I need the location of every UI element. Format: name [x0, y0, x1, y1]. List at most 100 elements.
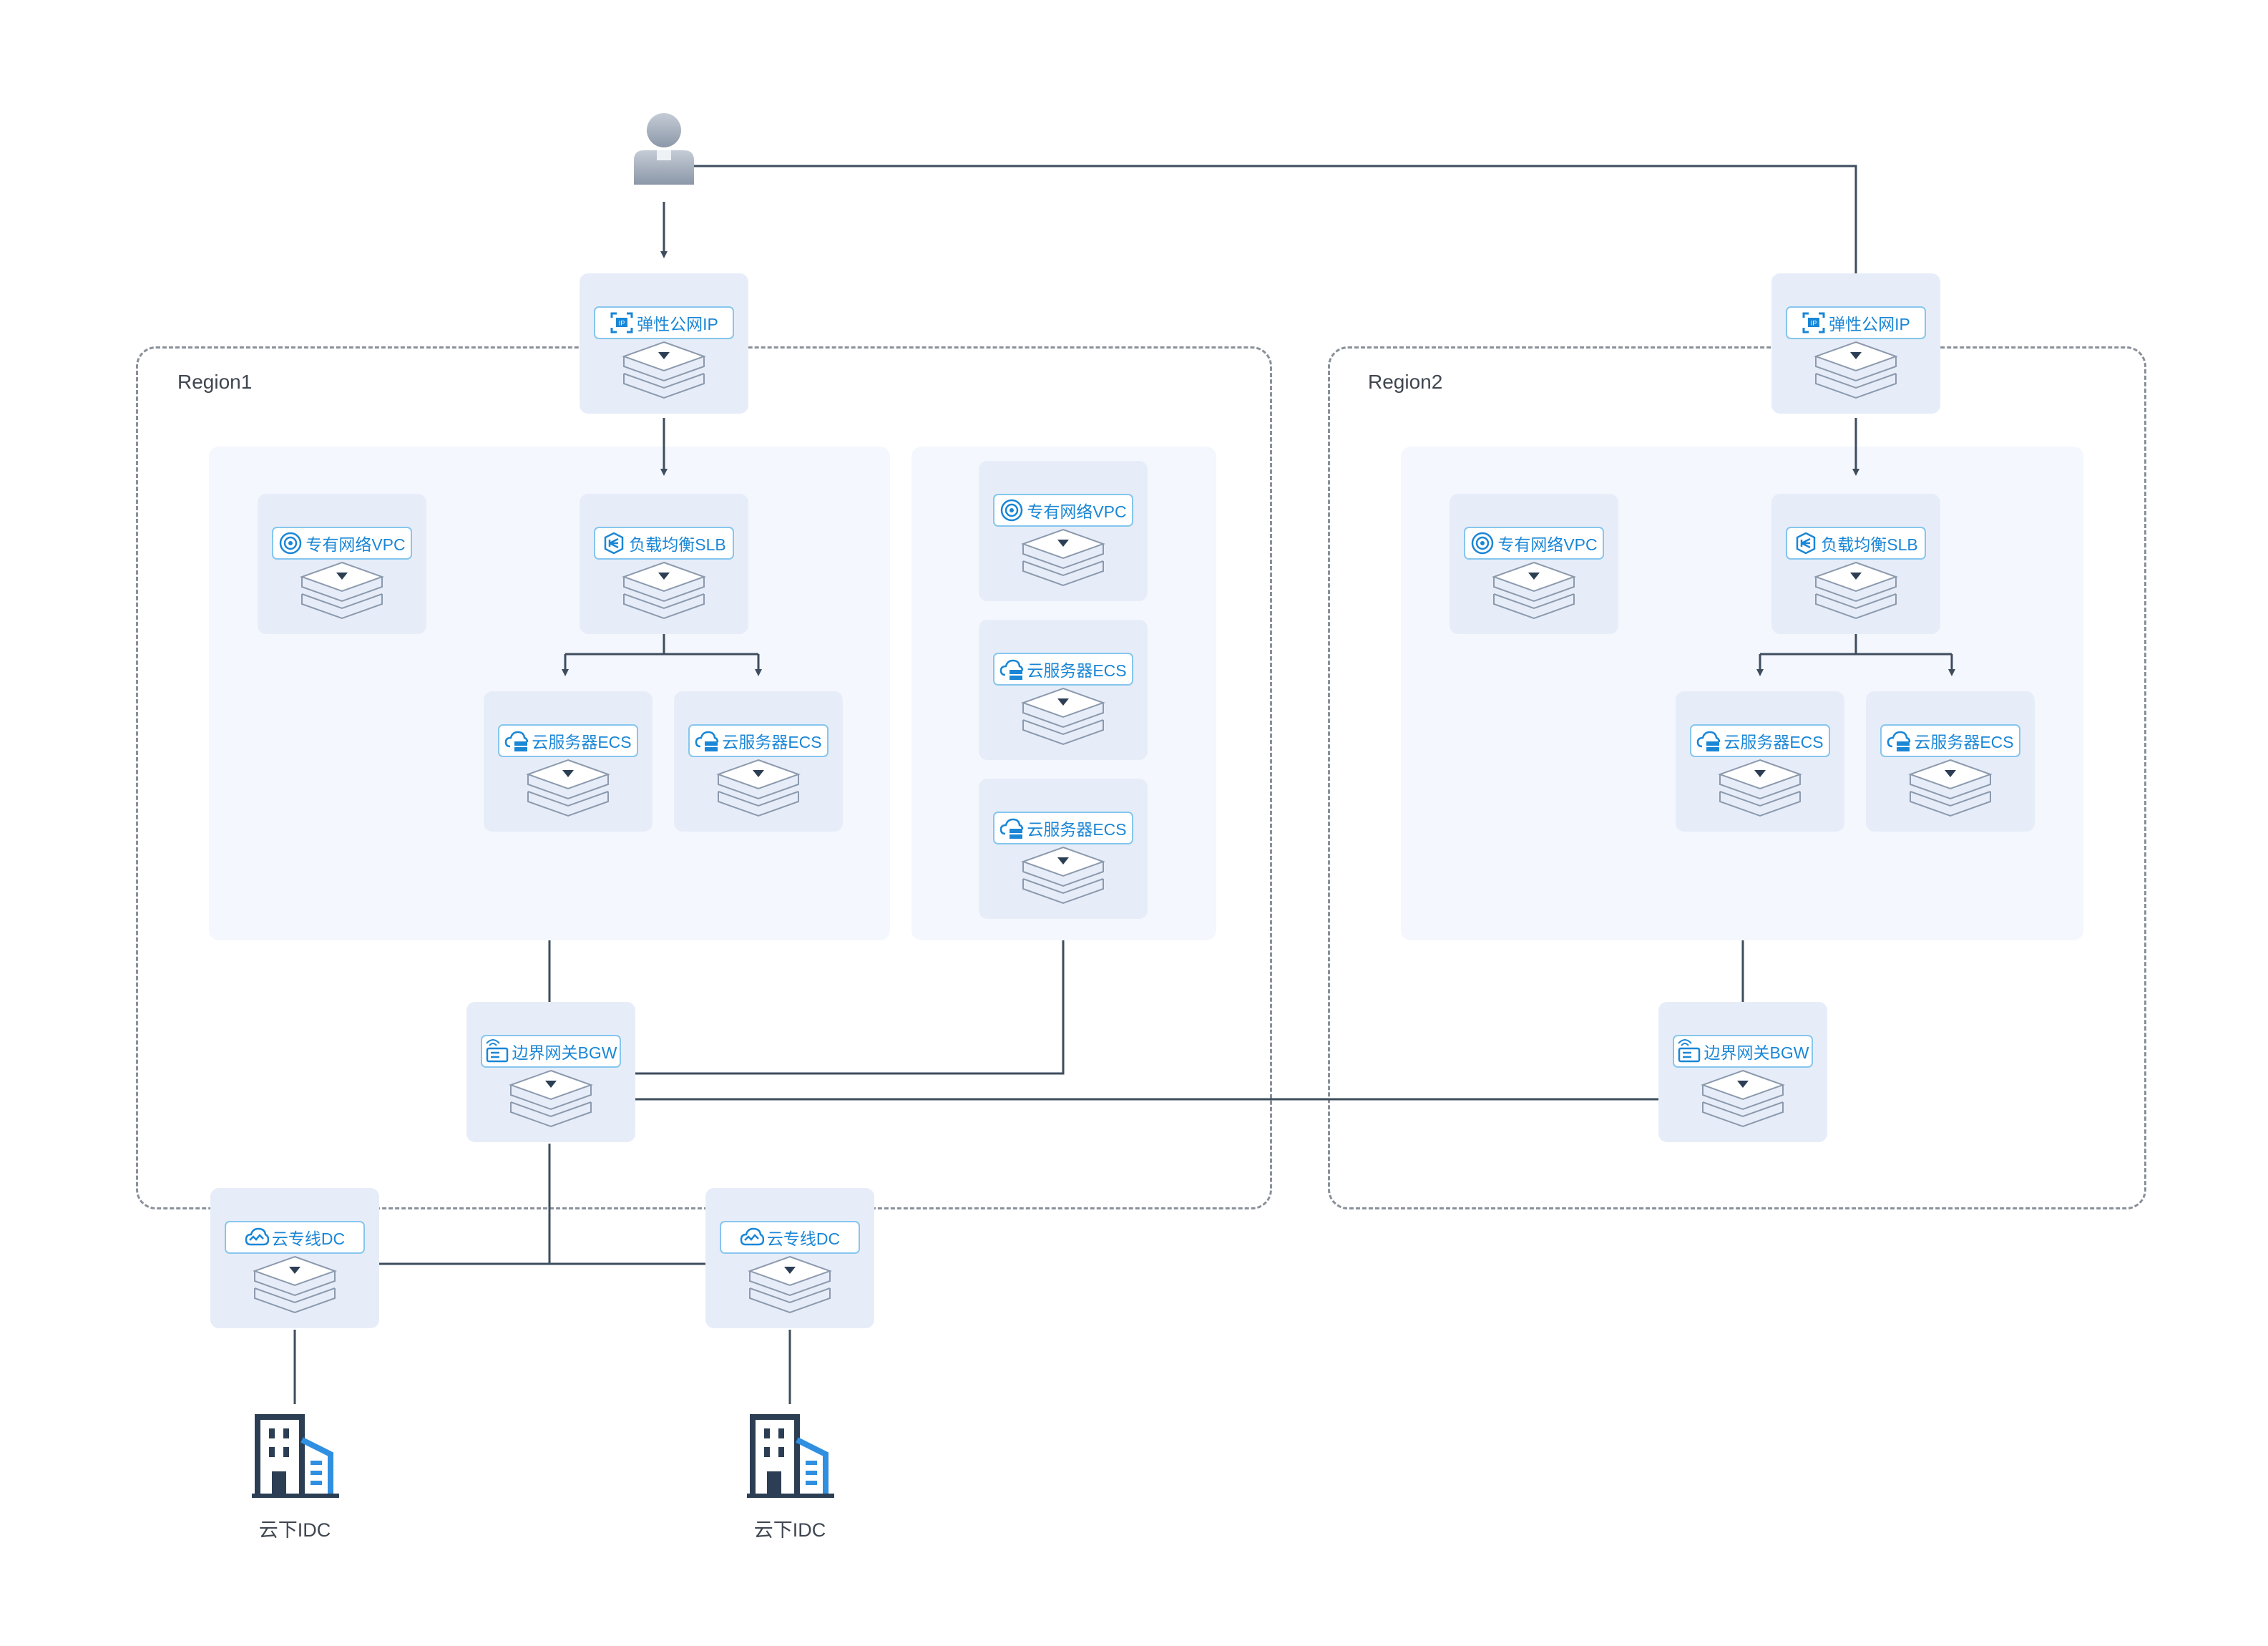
dc-direct-connect-icon	[245, 1227, 269, 1246]
ecs-panel-to-bgw1-line	[635, 940, 1065, 1075]
idc-label-right: 云下IDC	[753, 1519, 826, 1541]
ecs-chip: 云服务器ECS	[1880, 724, 2020, 757]
stack-icon	[300, 561, 384, 620]
svg-text:IP: IP	[619, 320, 625, 327]
ecs-label: 云服务器ECS	[1914, 733, 2014, 751]
stack-icon	[1908, 759, 1993, 817]
dc-label: 云专线DC	[271, 1229, 346, 1248]
stack-icon	[1814, 561, 1898, 620]
region1-label: Region1	[177, 371, 253, 393]
dc-direct-connect-icon	[740, 1227, 764, 1246]
bgw-label: 边界网关BGW	[1704, 1043, 1809, 1062]
vpc-label: 专有网络VPC	[306, 535, 406, 554]
ecs-chip: 云服务器ECS	[993, 653, 1133, 686]
stack-icon	[1021, 846, 1105, 905]
ecs-chip: 云服务器ECS	[993, 812, 1133, 844]
dc-node-right[interactable]: 云专线DC	[705, 1188, 874, 1328]
eip-chip: IP 弹性公网IP	[594, 306, 734, 339]
ecs-cloud-server-icon	[1887, 731, 1911, 751]
user-to-eip2-line	[693, 165, 1857, 273]
stack-icon	[748, 1255, 832, 1314]
vpc-node-region1-standalone[interactable]: 专有网络VPC	[979, 461, 1148, 601]
bgw-label: 边界网关BGW	[512, 1043, 617, 1062]
vpc-node-region2[interactable]: 专有网络VPC	[1450, 494, 1618, 634]
vpc-node-region1[interactable]: 专有网络VPC	[258, 494, 426, 634]
idc-label-left: 云下IDC	[258, 1519, 331, 1541]
bgw-chip: 边界网关BGW	[481, 1035, 621, 1068]
eip-label: 弹性公网IP	[1829, 315, 1910, 333]
ecs-node-region1-d[interactable]: 云服务器ECS	[979, 779, 1148, 919]
ecs-label: 云服务器ECS	[532, 733, 632, 751]
ecs-label: 云服务器ECS	[1724, 733, 1824, 751]
region2-label: Region2	[1368, 371, 1443, 393]
stack-icon	[1718, 759, 1802, 817]
stack-icon	[253, 1255, 337, 1314]
eip-icon: IP	[610, 312, 633, 333]
svg-text:IP: IP	[1811, 320, 1817, 327]
stack-icon	[1021, 687, 1105, 746]
stack-icon	[1021, 528, 1105, 587]
ecs-label: 云服务器ECS	[1027, 661, 1127, 680]
eip-chip: IP 弹性公网IP	[1786, 306, 1926, 339]
region2-boundary	[1328, 346, 2146, 1209]
slb-chip: 负载均衡SLB	[594, 527, 734, 560]
bgw-gateway-icon	[1677, 1039, 1700, 1063]
vpc-label: 专有网络VPC	[1497, 535, 1598, 554]
slb-label: 负载均衡SLB	[1821, 535, 1918, 554]
dc-node-left[interactable]: 云专线DC	[210, 1188, 379, 1328]
bgw-chip: 边界网关BGW	[1673, 1035, 1813, 1068]
ecs-node-region2-a[interactable]: 云服务器ECS	[1676, 691, 1844, 832]
stack-icon	[1814, 341, 1898, 399]
ecs-chip: 云服务器ECS	[1690, 724, 1830, 757]
slb-icon	[1797, 532, 1816, 555]
bgw-node-region2[interactable]: 边界网关BGW	[1658, 1002, 1827, 1142]
building-icon	[747, 1414, 834, 1498]
vpc-chip: 专有网络VPC	[272, 527, 412, 560]
ecs-node-region1-c[interactable]: 云服务器ECS	[979, 620, 1148, 760]
dc-chip: 云专线DC	[225, 1221, 365, 1254]
slb1-to-ecs-split	[565, 634, 758, 656]
stack-icon	[1701, 1069, 1785, 1128]
vpc-icon	[280, 532, 302, 555]
bgw-node-region1[interactable]: 边界网关BGW	[466, 1002, 635, 1142]
vpc-chip: 专有网络VPC	[993, 494, 1133, 527]
stack-icon	[622, 341, 706, 399]
dc-label: 云专线DC	[766, 1229, 841, 1248]
stack-icon	[716, 759, 801, 817]
vpc-icon	[1001, 499, 1023, 522]
vpc-chip: 专有网络VPC	[1464, 527, 1604, 560]
ecs-cloud-server-icon	[695, 731, 719, 751]
vpc-label: 专有网络VPC	[1027, 502, 1127, 521]
stack-icon	[1492, 561, 1576, 620]
ecs-chip: 云服务器ECS	[688, 724, 828, 757]
ecs-cloud-server-icon	[505, 731, 529, 751]
ecs-cloud-server-icon	[1697, 731, 1721, 751]
stack-icon	[526, 759, 610, 817]
ecs-chip: 云服务器ECS	[498, 724, 638, 757]
ecs-label: 云服务器ECS	[1027, 820, 1127, 839]
vpc-icon	[1472, 532, 1494, 555]
ecs-node-region1-b[interactable]: 云服务器ECS	[674, 691, 843, 832]
eip-label: 弹性公网IP	[637, 315, 718, 333]
stack-icon	[509, 1069, 593, 1128]
ecs-node-region2-b[interactable]: 云服务器ECS	[1866, 691, 2035, 832]
eip-node-region1[interactable]: IP 弹性公网IP	[580, 273, 748, 414]
ecs-cloud-server-icon	[1000, 659, 1024, 680]
slb-icon	[605, 532, 624, 555]
ecs-label: 云服务器ECS	[722, 733, 822, 751]
ecs-node-region1-a[interactable]: 云服务器ECS	[484, 691, 652, 832]
user-icon	[634, 113, 694, 185]
slb-node-region1[interactable]: 负载均衡SLB	[580, 494, 748, 634]
ecs-cloud-server-icon	[1000, 818, 1024, 839]
building-icon	[252, 1414, 339, 1498]
eip-icon: IP	[1802, 312, 1825, 333]
stack-icon	[622, 561, 706, 620]
slb-chip: 负载均衡SLB	[1786, 527, 1926, 560]
dc-chip: 云专线DC	[720, 1221, 860, 1254]
bgw-gateway-icon	[485, 1039, 508, 1063]
slb2-to-ecs-split	[1760, 634, 1952, 656]
eip-node-region2[interactable]: IP 弹性公网IP	[1771, 273, 1940, 414]
slb-node-region2[interactable]: 负载均衡SLB	[1771, 494, 1940, 634]
